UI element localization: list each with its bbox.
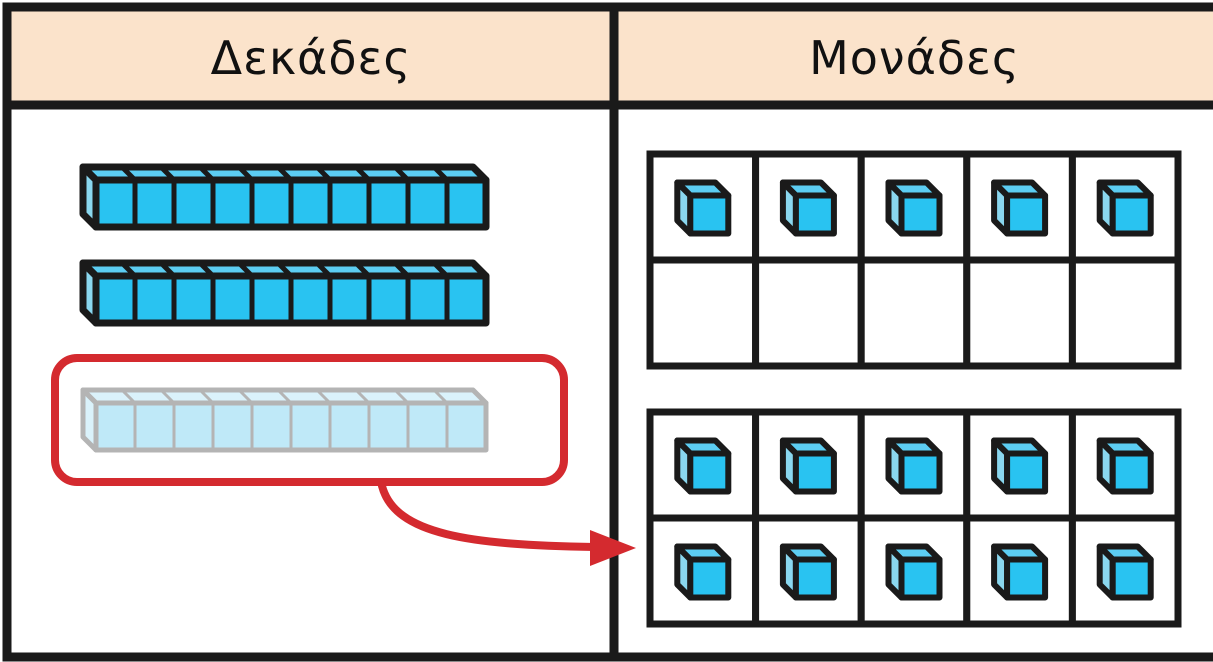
ten-frame-cell	[963, 150, 1076, 264]
highlight-box	[51, 354, 568, 486]
ten-frame-cell	[963, 408, 1076, 522]
regroup-highlight	[51, 354, 636, 566]
ten-frame-cell	[752, 256, 865, 370]
unit-cube	[779, 179, 837, 237]
ten-frame-cell	[752, 150, 865, 264]
arrow-head-icon	[590, 530, 636, 566]
ten-frame-cell	[646, 408, 760, 522]
ten-frame-cell	[857, 256, 971, 370]
unit-cube	[1096, 543, 1154, 601]
ten-frame-cell	[646, 150, 760, 264]
ten-frame-cell	[1068, 408, 1182, 522]
unit-cube	[991, 437, 1049, 495]
ten-frame-cell	[963, 514, 1076, 628]
ten-frame-cell	[646, 256, 760, 370]
unit-cube	[674, 437, 732, 495]
unit-cube	[991, 543, 1049, 601]
unit-cube	[674, 543, 732, 601]
ten-frame-top	[646, 150, 1182, 370]
unit-cube	[1096, 179, 1154, 237]
unit-cube	[1096, 437, 1154, 495]
ones-column	[646, 150, 1182, 628]
ten-frame-bottom	[646, 408, 1182, 628]
ten-frame-cell	[963, 256, 1076, 370]
unit-cube	[991, 179, 1049, 237]
ten-frame-cell	[857, 408, 971, 522]
ten-frame-cell	[857, 150, 971, 264]
unit-cube	[779, 437, 837, 495]
ten-frame-cell	[646, 514, 760, 628]
ten-frame-cell	[1068, 514, 1182, 628]
unit-cube	[885, 179, 943, 237]
unit-cube	[779, 543, 837, 601]
regroup-arrow	[378, 482, 599, 551]
ten-frame-cell	[752, 408, 865, 522]
ten-frame-cell	[1068, 256, 1182, 370]
ten-frame-cell	[1068, 150, 1182, 264]
ten-rod-faded	[80, 387, 489, 453]
ones-column-header: Μονάδες	[809, 31, 1020, 85]
ten-frame-cell	[857, 514, 971, 628]
ten-rod	[79, 163, 490, 231]
tens-column	[79, 163, 490, 453]
unit-cube	[674, 179, 732, 237]
ten-frame-cell	[752, 514, 865, 628]
ten-rod	[79, 259, 490, 327]
unit-cube	[885, 437, 943, 495]
tens-column-header: Δεκάδες	[210, 31, 412, 85]
unit-cube	[885, 543, 943, 601]
